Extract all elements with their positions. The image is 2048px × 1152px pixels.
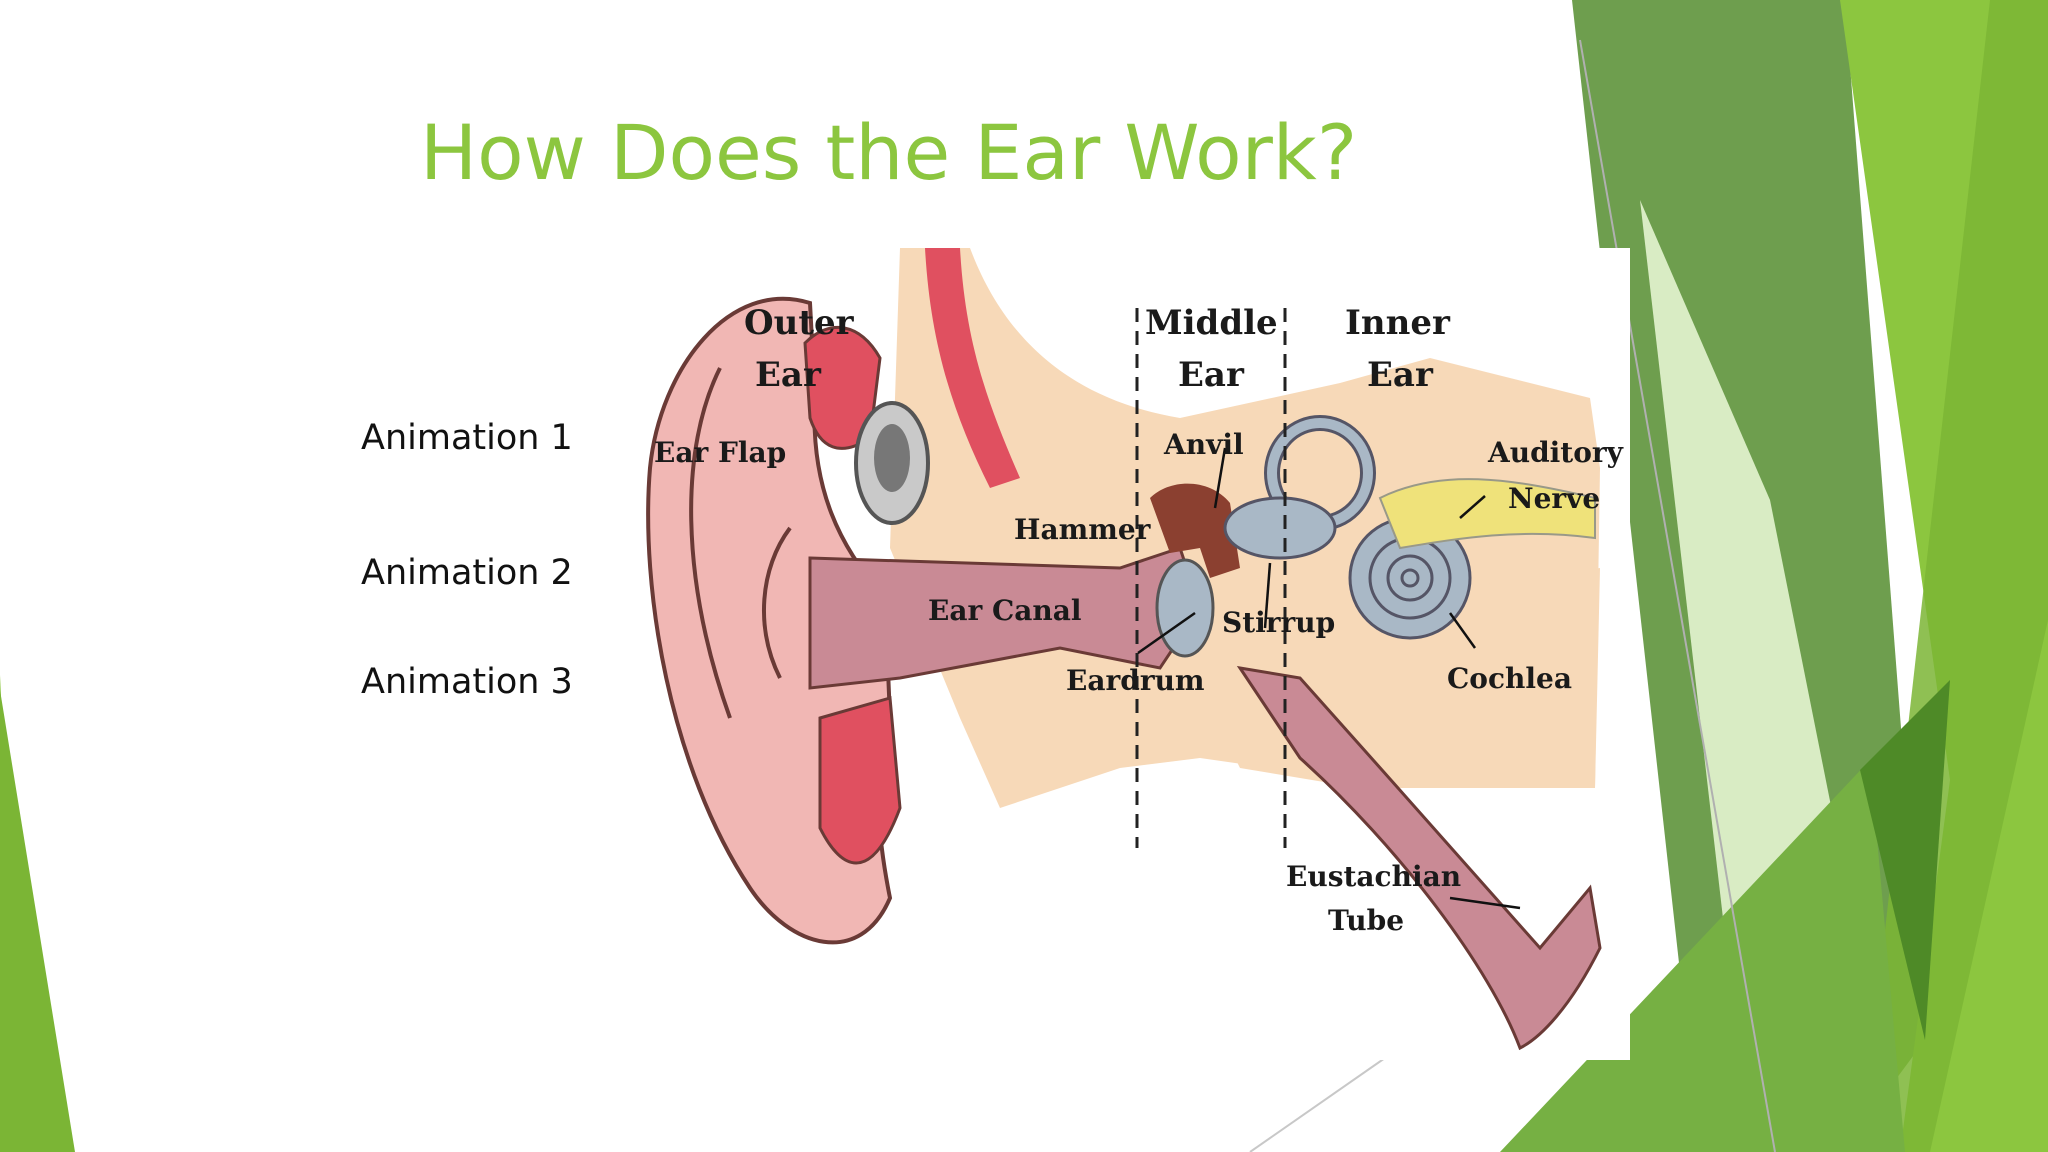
label-middle-ear-1: Middle xyxy=(1145,303,1278,343)
mastoid-core xyxy=(874,424,910,492)
label-stirrup: Stirrup xyxy=(1222,606,1335,639)
ear-canal-shape xyxy=(808,546,1202,690)
label-middle-ear-2: Ear xyxy=(1178,355,1245,395)
label-eustachian-tube-1: Eustachian xyxy=(1286,860,1461,893)
ear-flap-fold xyxy=(762,526,792,679)
label-inner-ear-2: Ear xyxy=(1367,355,1434,395)
label-cochlea: Cochlea xyxy=(1447,662,1572,695)
label-auditory-nerve-1: Auditory xyxy=(1487,436,1624,469)
label-eardrum: Eardrum xyxy=(1066,664,1205,697)
thin-line xyxy=(1249,1057,1386,1152)
cartilage-lower xyxy=(818,696,902,865)
eardrum-shape xyxy=(1155,558,1215,658)
inner-ear-shape xyxy=(1223,415,1472,640)
animation-3-link[interactable]: Animation 3 xyxy=(361,662,573,702)
label-auditory-nerve-2: Nerve xyxy=(1508,482,1600,515)
vessel-band xyxy=(925,248,1020,488)
label-eustachian-tube-2: Tube xyxy=(1328,904,1404,937)
animation-1-link[interactable]: Animation 1 xyxy=(361,418,573,458)
ear-flap-fold xyxy=(689,367,732,719)
ear-diagram: Outer Ear Middle Ear Inner Ear Ear Flap … xyxy=(640,248,1630,1060)
label-inner-ear-1: Inner xyxy=(1345,303,1451,343)
ossicles-shape xyxy=(1150,483,1240,578)
animation-2-link[interactable]: Animation 2 xyxy=(361,553,573,593)
label-ear-flap: Ear Flap xyxy=(654,436,786,469)
auditory-nerve-shape xyxy=(1378,478,1596,550)
thin-line xyxy=(1579,39,1776,1152)
left-accent-shape-2 xyxy=(0,690,75,1152)
label-arrows xyxy=(1137,447,1521,910)
label-outer-ear-2: Ear xyxy=(755,355,822,395)
label-hammer: Hammer xyxy=(1014,513,1152,546)
cartilage-top xyxy=(803,326,882,450)
neck-skin xyxy=(1170,568,1600,788)
label-outer-ear-1: Outer xyxy=(744,303,855,343)
eustachian-tube-shape xyxy=(1236,665,1602,1051)
label-ear-canal: Ear Canal xyxy=(928,594,1082,627)
slide-title: How Does the Ear Work? xyxy=(420,108,1358,197)
right-facet-deep xyxy=(1860,680,1950,1040)
label-anvil: Anvil xyxy=(1163,428,1244,461)
